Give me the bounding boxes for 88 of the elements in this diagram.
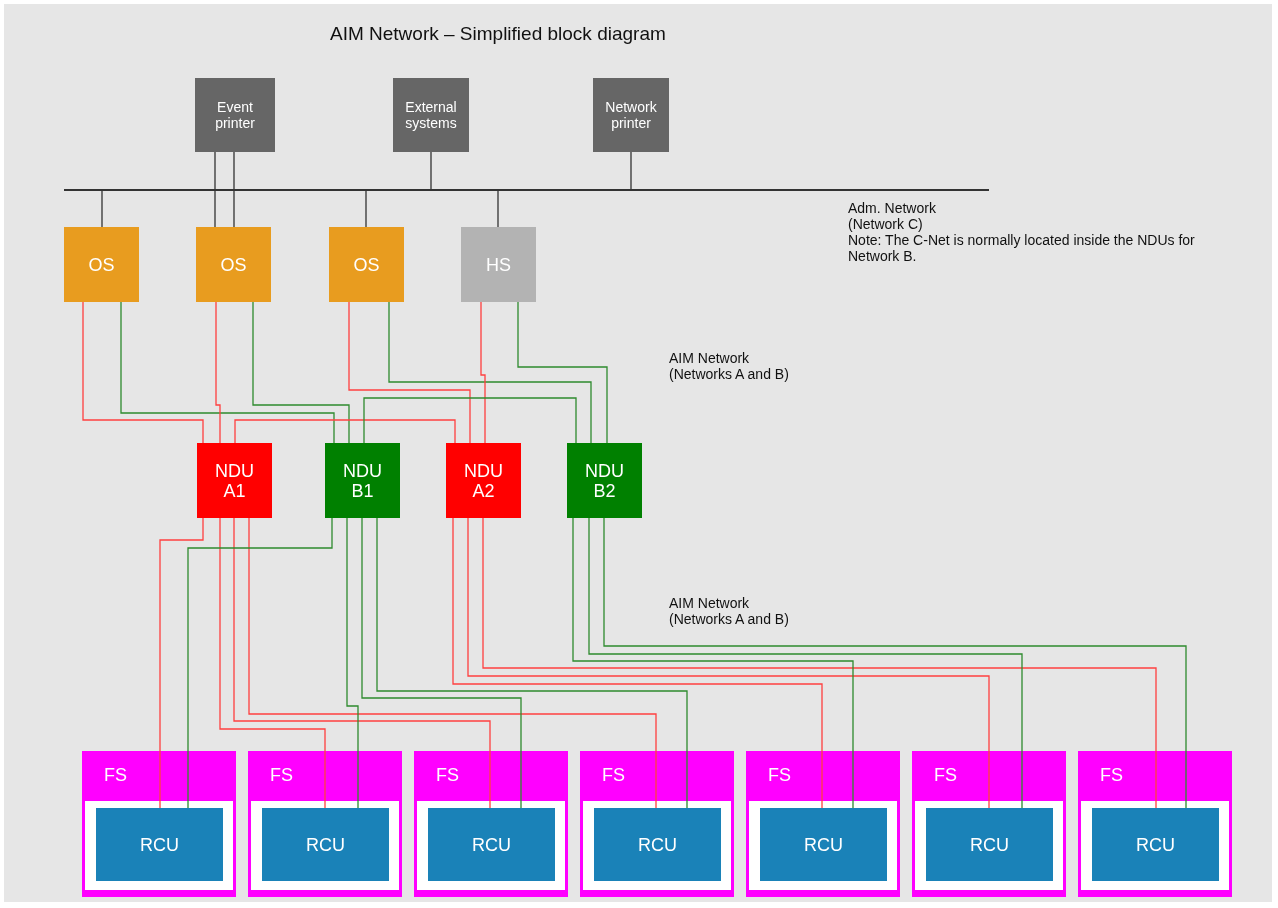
connector-line — [252, 301, 350, 444]
server-box — [329, 227, 404, 302]
bus-line — [64, 189, 989, 191]
note-text: AIM Network (Networks A and B) — [669, 350, 790, 382]
connector-line — [467, 517, 990, 809]
connector-line — [361, 517, 522, 809]
node-label: NDU A1 — [214, 460, 255, 501]
connector-line — [234, 419, 456, 444]
connector-line — [248, 517, 657, 809]
node-label: OS — [88, 254, 115, 275]
node-label: NDU B1 — [342, 460, 383, 501]
node-label: FS — [768, 765, 791, 785]
ndu-box — [567, 443, 642, 518]
network-caption: Adm. Network (Network C) — [848, 200, 937, 232]
node-label: RCU — [804, 834, 843, 855]
connector-line — [348, 301, 471, 444]
fs-panel — [248, 751, 402, 897]
connector-line — [630, 151, 632, 190]
ndu-box — [325, 443, 400, 518]
node-label: RCU — [638, 834, 677, 855]
connector-line — [363, 397, 577, 444]
diagram-title: AIM Network – Simplified block diagram — [330, 23, 666, 45]
rcu-box — [428, 808, 555, 881]
connector-line — [233, 151, 235, 190]
node-label: FS — [1100, 765, 1123, 785]
server-box — [64, 227, 139, 302]
node-label: RCU — [1136, 834, 1175, 855]
printer-box — [195, 78, 275, 152]
connector-line — [482, 517, 1157, 809]
node-label: FS — [602, 765, 625, 785]
fs-panel — [1078, 751, 1232, 897]
node-label: RCU — [140, 834, 179, 855]
connector-line — [452, 517, 823, 809]
server-box — [196, 227, 271, 302]
node-label: NDU A2 — [463, 460, 504, 501]
node-label: OS — [353, 254, 380, 275]
rcu-box — [262, 808, 389, 881]
connector-line — [603, 517, 1187, 809]
printer-box — [593, 78, 669, 152]
connector-line — [572, 517, 854, 809]
connector-line — [346, 517, 359, 809]
printer-box — [393, 78, 469, 152]
rcu-box — [594, 808, 721, 881]
node-label: External systems — [404, 99, 458, 131]
connector-line — [215, 301, 221, 444]
connector-line — [365, 190, 367, 228]
node-label: OS — [220, 254, 247, 275]
connector-line — [233, 190, 235, 228]
connector-line — [101, 190, 103, 228]
server-box — [461, 227, 536, 302]
connector-line — [219, 517, 326, 809]
ndu-box — [446, 443, 521, 518]
connector-line — [430, 151, 432, 190]
connector-line — [517, 301, 608, 444]
connector-line — [82, 301, 204, 444]
rcu-box — [96, 808, 223, 881]
fs-panel — [746, 751, 900, 897]
connector-line — [214, 151, 216, 228]
node-label: HS — [486, 254, 511, 275]
connector-line — [187, 517, 333, 809]
node-label: Event printer — [214, 99, 256, 131]
connector-line — [480, 301, 486, 444]
connector-line — [376, 517, 688, 809]
connector-line — [159, 517, 204, 809]
connector-line — [233, 517, 491, 809]
node-label: FS — [934, 765, 957, 785]
note-text: Note: The C-Net is normally located inside the NDUs for Network B. — [848, 232, 1196, 264]
node-label: Network printer — [604, 99, 658, 131]
fs-panel — [580, 751, 734, 897]
connector-line — [497, 190, 499, 228]
note-text: AIM Network (Networks A and B) — [669, 595, 790, 627]
node-label: FS — [270, 765, 293, 785]
fs-panel — [912, 751, 1066, 897]
node-label: RCU — [472, 834, 511, 855]
node-label: FS — [436, 765, 459, 785]
node-label: RCU — [970, 834, 1009, 855]
rcu-box — [760, 808, 887, 881]
fs-panel — [414, 751, 568, 897]
rcu-box — [1092, 808, 1219, 881]
connector-line — [588, 517, 1023, 809]
ndu-box — [197, 443, 272, 518]
fs-panel — [82, 751, 236, 897]
node-label: FS — [104, 765, 127, 785]
connector-line — [120, 301, 335, 444]
rcu-box — [926, 808, 1053, 881]
node-label: NDU B2 — [584, 460, 625, 501]
node-label: RCU — [306, 834, 345, 855]
connector-line — [388, 301, 592, 444]
